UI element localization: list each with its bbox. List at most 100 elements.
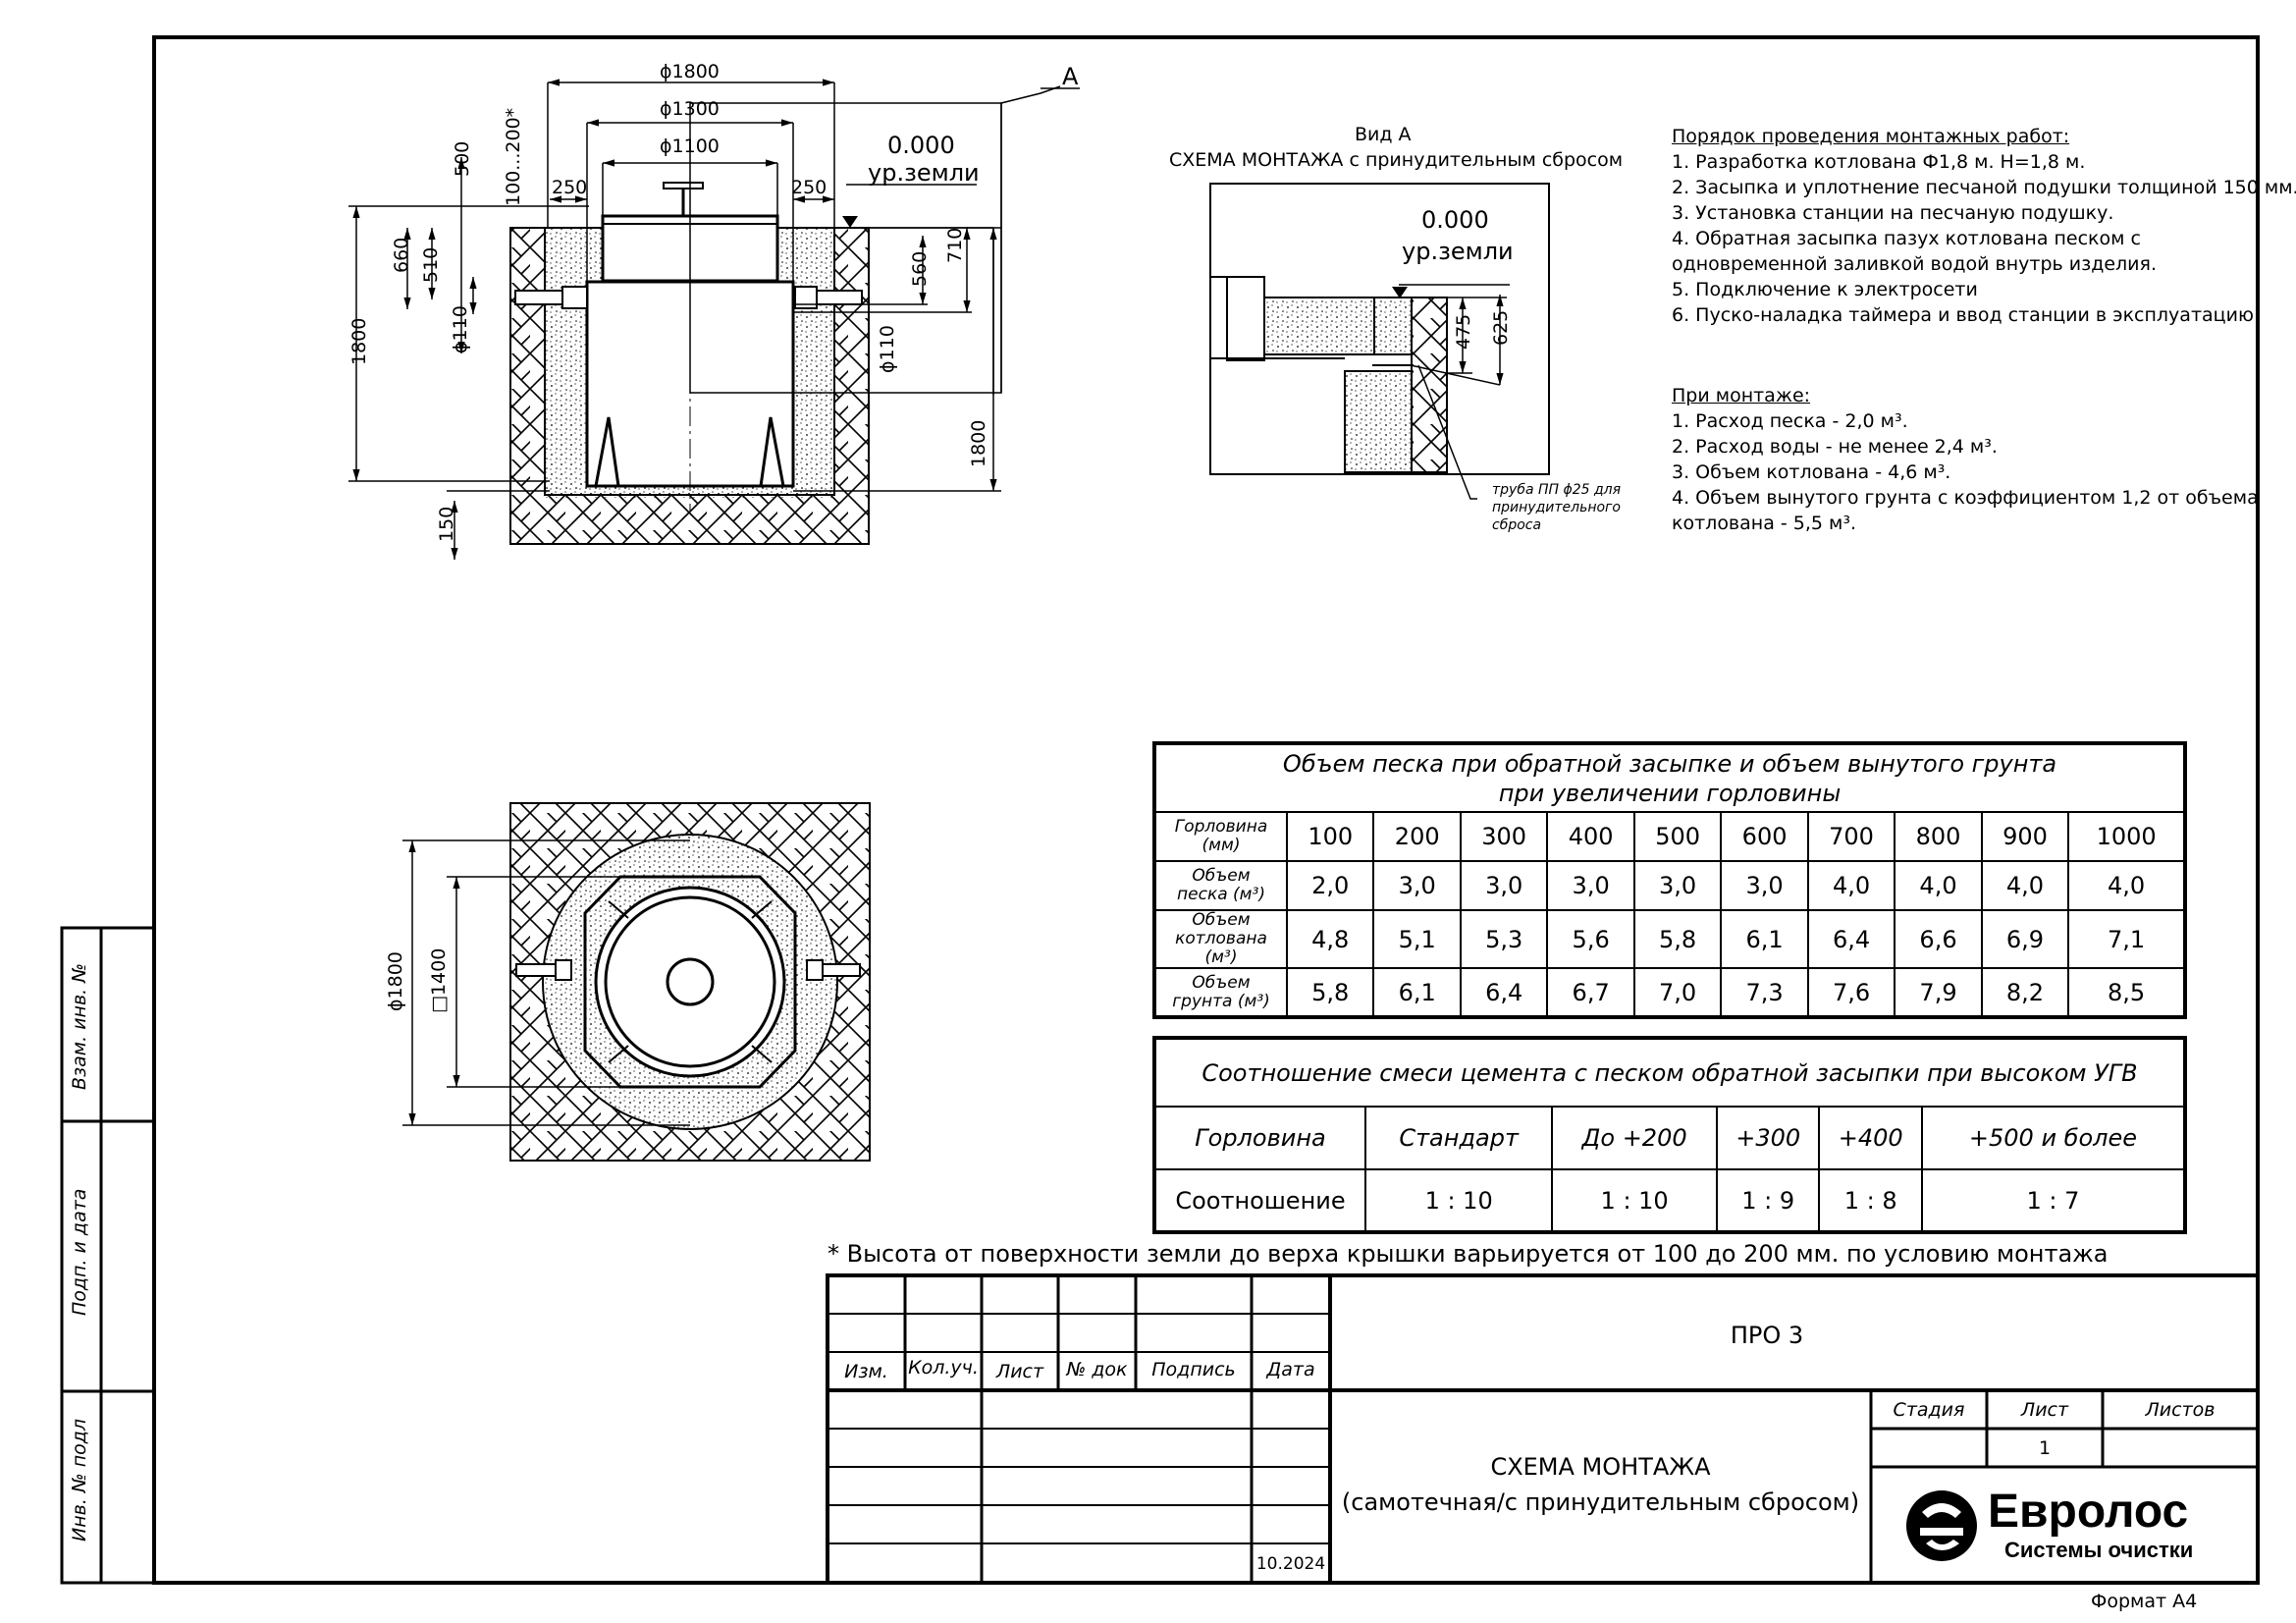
table-cell: 3,0	[1546, 860, 1635, 911]
table-cell: 1 : 10	[1363, 1168, 1554, 1233]
dim-h1800-right: 1800	[968, 419, 989, 467]
table-cell: 3,0	[1632, 860, 1723, 911]
table-row: Соотношение 1 : 10 1 : 10 1 : 9 1 : 8 1 …	[1153, 1168, 2187, 1233]
stamp-orig-inv: Инв. № подл	[69, 1418, 90, 1542]
table-cell: 7,1	[2067, 909, 2186, 969]
view-a-subtitle: СХЕМА МОНТАЖА с принудительным сбросом	[1169, 149, 1624, 171]
eurolos-logo-icon	[1906, 1490, 1977, 1561]
section-view	[348, 79, 1080, 560]
table1-col: 200	[1372, 811, 1462, 862]
plan-view	[402, 802, 871, 1162]
table1-col: 700	[1806, 811, 1896, 862]
level-label: ур.земли	[868, 159, 980, 187]
table1-col: 300	[1459, 811, 1549, 862]
view-a-title: Вид А	[1355, 124, 1412, 145]
dim-h1800-left: 1800	[348, 317, 370, 365]
table1-title: Объем песка при обратной засыпке и объем…	[1153, 742, 2186, 813]
table2-title: Соотношение смеси цемента с песком обрат…	[1153, 1037, 2186, 1108]
dim-d1300: ϕ1300	[660, 98, 720, 120]
table-cell: 4,0	[1806, 860, 1896, 911]
table1-col: 1000	[2067, 811, 2186, 862]
procedure-item: 1. Разработка котлована Ф1,8 м. Н=1,8 м.	[1672, 151, 2086, 173]
dim-h150: 150	[436, 506, 457, 542]
table-cell: 3,0	[1372, 860, 1462, 911]
pipe-note: труба ПП ϕ25 для принудительного сброса	[1492, 482, 1622, 533]
tb-col-label: Кол.уч.	[908, 1357, 979, 1379]
format-label: Формат А4	[2091, 1591, 2198, 1612]
table-cell: 7,3	[1720, 967, 1809, 1018]
table2-header: +400	[1818, 1106, 1923, 1170]
view-a-dim-625: 625	[1490, 309, 1512, 346]
table-cell: 3,0	[1459, 860, 1549, 911]
tb-sheets-label: Листов	[2145, 1399, 2216, 1421]
footnote: * Высота от поверхности земли до верха к…	[828, 1240, 2109, 1268]
dim-h710: 710	[944, 227, 966, 263]
dim-gap-left: 250	[552, 177, 588, 198]
table-cell: 8,5	[2067, 967, 2186, 1018]
procedure-item: 4. Обратная засыпка пазух котлована песк…	[1672, 228, 2141, 249]
procedure-item: одновременной заливкой водой внутрь изде…	[1672, 253, 2157, 275]
table1-col: 400	[1546, 811, 1635, 862]
table-cell: 5,8	[1285, 967, 1375, 1018]
procedure-item: 5. Подключение к электросети	[1672, 279, 1978, 300]
table1-col: 100	[1285, 811, 1375, 862]
plan-dim-sq1400: □1400	[428, 947, 450, 1013]
table1-col: 600	[1720, 811, 1809, 862]
plan-dim-d1800: ϕ1800	[385, 951, 406, 1011]
installation-item: 2. Расход воды - не менее 2,4 м³.	[1672, 436, 1998, 458]
table2-header: +500 и более	[1920, 1106, 2187, 1170]
tb-title-1: СХЕМА МОНТАЖА	[1490, 1453, 1711, 1481]
side-stamp	[60, 926, 156, 1585]
table-cell: 4,0	[1894, 860, 1983, 911]
callout-a: А	[1062, 63, 1079, 90]
table1-col: 500	[1632, 811, 1723, 862]
table-cell: 7,6	[1806, 967, 1896, 1018]
installation-item: 3. Объем котлована - 4,6 м³.	[1672, 461, 1951, 483]
procedure-title: Порядок проведения монтажных работ:	[1672, 126, 2070, 147]
tb-date: 10.2024	[1255, 1554, 1326, 1574]
table2-row-label: Соотношение	[1153, 1168, 1366, 1233]
dim-h100-200: 100...200*	[503, 107, 524, 206]
cement-ratio-table: Соотношение смеси цемента с песком обрат…	[1152, 1036, 2187, 1234]
level-value: 0.000	[887, 132, 955, 159]
table-cell: 4,0	[1980, 860, 2070, 911]
stamp-sign-date: Подп. и дата	[69, 1188, 90, 1316]
logo-name: Евролос	[1988, 1486, 2189, 1538]
installation-item: 4. Объем вынутого грунта с коэффициентом…	[1672, 487, 2259, 509]
sand-volume-table: Объем песка при обратной засыпке и объем…	[1152, 741, 2187, 1019]
table2-header: Стандарт	[1363, 1106, 1554, 1170]
dim-d1800: ϕ1800	[660, 61, 720, 82]
table-cell: 6,7	[1546, 967, 1635, 1018]
tb-col-label: № док	[1066, 1359, 1128, 1380]
table-cell: 6,1	[1720, 909, 1809, 969]
table-cell: 1 : 7	[1920, 1168, 2187, 1233]
table-cell: 1 : 10	[1551, 1168, 1718, 1233]
procedure-item: 3. Установка станции на песчаную подушку…	[1672, 202, 2114, 224]
table-cell: 7,0	[1632, 967, 1723, 1018]
tb-col-label: Лист	[995, 1361, 1044, 1382]
table-cell: 1 : 8	[1818, 1168, 1923, 1233]
tb-title-2: (самотечная/с принудительным сбросом)	[1341, 1488, 1860, 1516]
view-a-level-label: ур.земли	[1402, 238, 1514, 265]
dim-d1100: ϕ1100	[660, 135, 720, 157]
table-cell: 2,0	[1285, 860, 1375, 911]
table-cell: 5,3	[1459, 909, 1549, 969]
table-cell: 5,8	[1632, 909, 1723, 969]
table-cell: 7,9	[1894, 967, 1983, 1018]
table-cell: 6,6	[1894, 909, 1983, 969]
tb-col-label: Подпись	[1151, 1359, 1236, 1380]
tb-sheet-value: 1	[2038, 1437, 2052, 1459]
procedure-item: 2. Засыпка и уплотнение песчаной подушки…	[1672, 177, 2296, 198]
table-cell: 5,6	[1546, 909, 1635, 969]
table-cell: 6,9	[1980, 909, 2070, 969]
tb-col-label: Изм.	[844, 1361, 888, 1382]
stamp-replace-inv: Взам. инв. №	[69, 962, 90, 1090]
table-cell: 6,4	[1459, 967, 1549, 1018]
table1-header-label: Горловина(мм)	[1153, 811, 1288, 862]
table-cell: 6,4	[1806, 909, 1896, 969]
installation-title: При монтаже:	[1672, 385, 1811, 406]
